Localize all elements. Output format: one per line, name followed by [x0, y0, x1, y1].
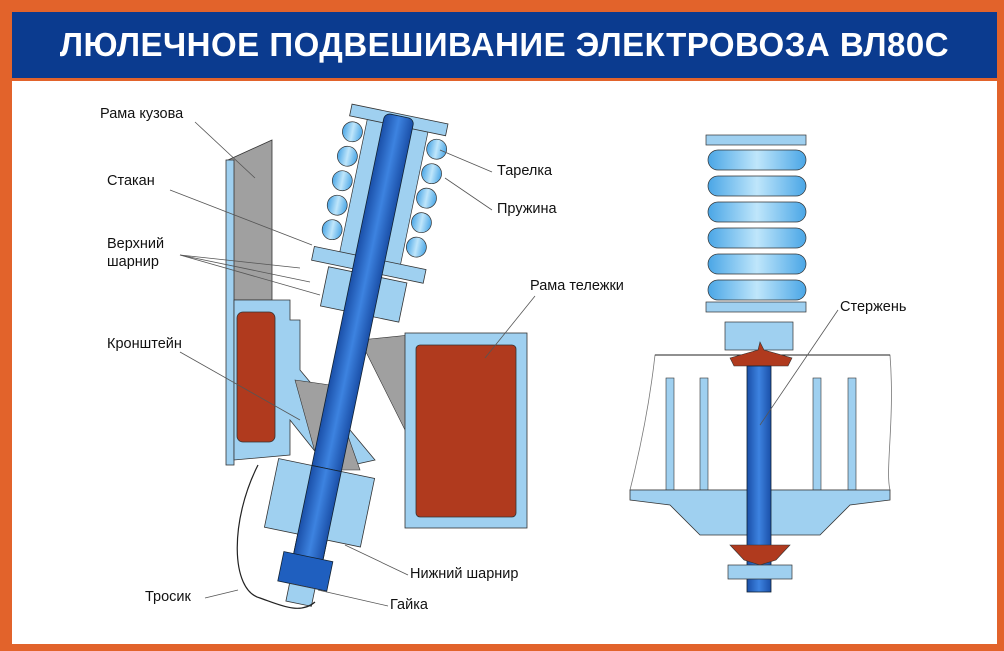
spring-coils-right — [707, 149, 807, 301]
poster-background — [12, 12, 997, 644]
label-lower-joint: Нижний шарнир — [410, 566, 519, 582]
pendulum-assembly — [263, 103, 449, 607]
label-bracket: Кронштейн — [107, 336, 182, 352]
label-upper-joint-1: Верхний — [107, 236, 165, 252]
right-assembly — [629, 134, 892, 593]
label-nut: Гайка — [390, 597, 428, 613]
header-band: ЛЮЛЕЧНОЕ ПОДВЕШИВАНИЕ ЭЛЕКТРОВОЗА ВЛ80С — [12, 12, 997, 81]
label-body-frame: Рама кузова — [100, 106, 184, 122]
cable — [236, 464, 316, 609]
body-frame-plate — [225, 139, 273, 466]
label-cup: Стакан — [107, 173, 155, 189]
label-bogie-frame: Рама тележки — [530, 278, 624, 294]
label-plate: Тарелка — [497, 163, 553, 179]
label-rod: Стержень — [840, 299, 907, 315]
bogie-frame — [359, 332, 528, 529]
label-spring: Пружина — [497, 201, 557, 217]
label-upper-joint-2: шарнир — [107, 254, 159, 270]
nut — [277, 551, 334, 592]
poster-title: ЛЮЛЕЧНОЕ ПОДВЕШИВАНИЕ ЭЛЕКТРОВОЗА ВЛ80С — [59, 26, 950, 63]
leader-lines — [169, 121, 839, 607]
label-cable: Тросик — [145, 589, 191, 605]
